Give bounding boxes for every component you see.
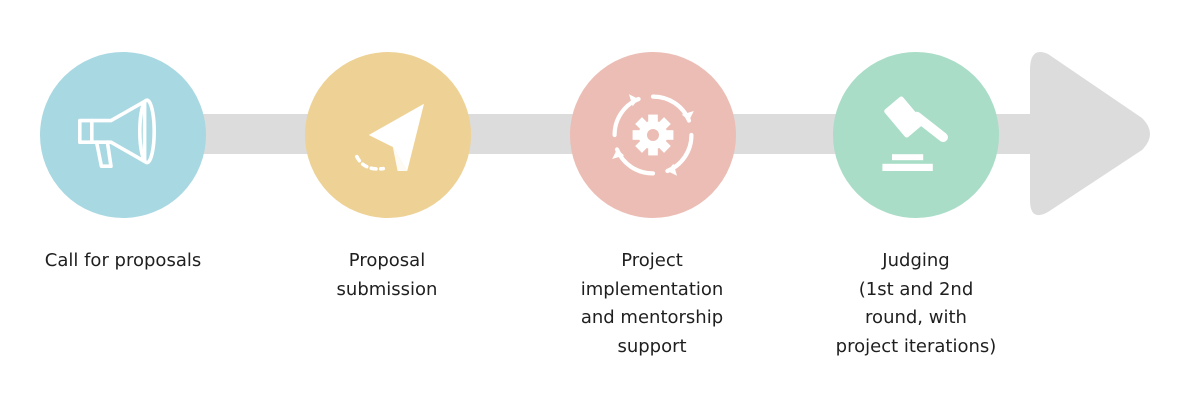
step-2-label: Proposal submission xyxy=(336,250,438,300)
gear-cycle-icon xyxy=(612,94,694,176)
step-4-label: Judging (1st and 2nd round, with project… xyxy=(835,250,997,357)
step-1-label: Call for proposals xyxy=(44,250,202,271)
megaphone-icon xyxy=(78,98,156,168)
step-2-circle xyxy=(305,52,471,218)
gavel-icon xyxy=(882,96,948,171)
step-3-label: Project implementation and mentorship su… xyxy=(580,250,724,357)
timeline-arrowhead xyxy=(1030,52,1150,216)
paper-plane-icon xyxy=(355,103,424,171)
step-4-circle xyxy=(833,52,999,218)
step-1-circle xyxy=(40,52,206,218)
step-3-circle xyxy=(570,52,736,218)
